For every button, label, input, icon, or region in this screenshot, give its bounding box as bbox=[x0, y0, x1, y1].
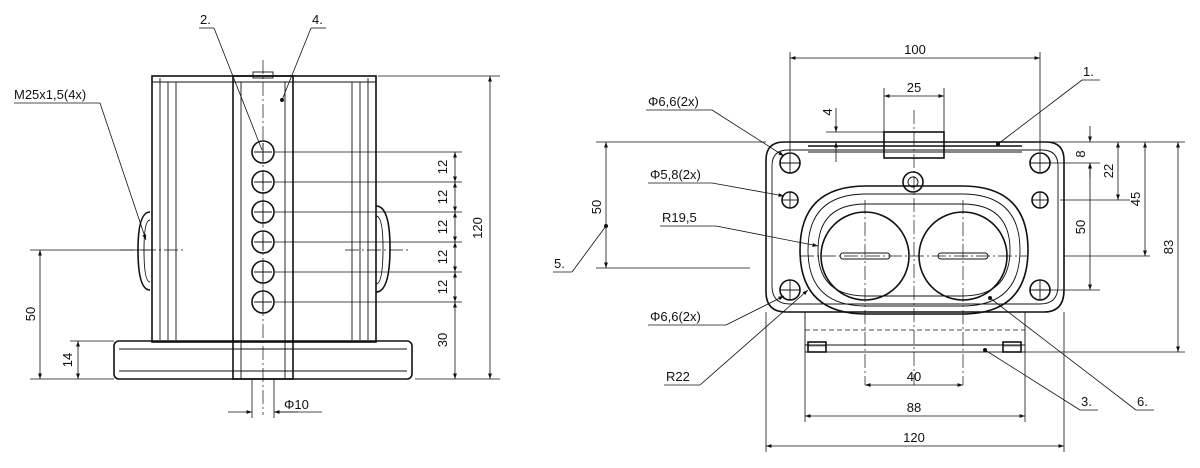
dim-50-label: 50 bbox=[23, 307, 38, 321]
dim-50-left-label: 50 bbox=[589, 200, 604, 214]
dim-22: 22 bbox=[1060, 142, 1130, 201]
dim-120-height: 120 bbox=[470, 76, 492, 379]
hole-mid-left bbox=[781, 191, 799, 209]
left-view: 12 12 12 12 12 30 120 50 14 bbox=[14, 12, 500, 418]
housing-outline bbox=[765, 131, 1065, 353]
dim-83: 83 bbox=[1025, 141, 1185, 353]
dim-12-label: 12 bbox=[435, 160, 450, 174]
callout-4-label: 4. bbox=[312, 12, 323, 27]
callout-5: 5. bbox=[553, 224, 608, 273]
leader-r195: R19,5 bbox=[660, 210, 819, 247]
dim-120-width-label: 120 bbox=[903, 430, 925, 445]
hole bbox=[251, 170, 275, 194]
dim-120-width: 120 bbox=[765, 312, 1065, 452]
dim-83-label: 83 bbox=[1161, 240, 1176, 254]
callout-2: 2. bbox=[199, 12, 263, 151]
dim-88: 88 bbox=[804, 352, 1026, 422]
dim-4-label: 4 bbox=[820, 108, 835, 115]
housing-body bbox=[151, 71, 377, 380]
d66-top-label: Φ6,6(2x) bbox=[648, 94, 699, 109]
dim-50-right-label: 50 bbox=[1073, 220, 1088, 234]
dim-12-chain: 12 12 12 12 12 30 bbox=[435, 152, 457, 379]
dim-diameter-10: Φ10 bbox=[228, 380, 322, 418]
thread-leader: M25x1,5(4x) bbox=[14, 87, 147, 241]
callout-3: 3. bbox=[983, 348, 1098, 411]
callout-2-label: 2. bbox=[200, 12, 211, 27]
hole-extension-lines bbox=[275, 75, 500, 380]
dim-25-label: 25 bbox=[907, 80, 921, 95]
hole bbox=[251, 290, 275, 314]
callout-3-label: 3. bbox=[1081, 394, 1092, 409]
callout-6: 6. bbox=[988, 296, 1154, 411]
dim-40: 40 bbox=[865, 369, 963, 387]
dim-88-label: 88 bbox=[907, 400, 921, 415]
hole-top-right bbox=[1029, 152, 1051, 174]
leader-d66-bottom: Φ6,6(2x) bbox=[648, 295, 785, 326]
callout-1: 1. bbox=[996, 64, 1100, 146]
dim-25: 25 bbox=[883, 80, 945, 132]
dim-40-label: 40 bbox=[907, 369, 921, 384]
right-view: 100 25 4 8 22 bbox=[553, 42, 1185, 452]
cable-gland-left bbox=[137, 211, 151, 291]
dim-14-flange: 14 bbox=[60, 340, 114, 379]
leader-d66-top: Φ6,6(2x) bbox=[646, 94, 785, 157]
dim-8: 8 bbox=[1050, 126, 1100, 178]
callout-4: 4. bbox=[280, 12, 326, 102]
dim-45: 45 bbox=[1064, 141, 1150, 257]
dim-50-left: 50 bbox=[589, 141, 766, 269]
leader-d58: Φ5,8(2x) bbox=[648, 167, 785, 197]
dim-45-label: 45 bbox=[1128, 192, 1143, 206]
dim-100: 100 bbox=[789, 42, 1041, 152]
hole-bottom-right bbox=[1029, 279, 1051, 301]
thread-label: M25x1,5(4x) bbox=[14, 87, 86, 102]
hole-top-left bbox=[779, 152, 801, 174]
dim-50-gland: 50 bbox=[23, 249, 150, 380]
hole bbox=[251, 140, 275, 164]
dim-100-label: 100 bbox=[904, 42, 926, 57]
dim-12-label: 12 bbox=[435, 250, 450, 264]
hole-mid-right bbox=[1031, 191, 1049, 209]
callout-6-label: 6. bbox=[1137, 394, 1148, 409]
callout-1-label: 1. bbox=[1083, 64, 1094, 79]
hole bbox=[251, 260, 275, 284]
hole bbox=[251, 200, 275, 224]
dim-30-label: 30 bbox=[435, 333, 450, 347]
dim-12-label: 12 bbox=[435, 190, 450, 204]
hole-bottom-left bbox=[779, 279, 801, 301]
dim-4: 4 bbox=[820, 108, 884, 162]
dim-22-label: 22 bbox=[1101, 164, 1116, 178]
mounting-holes bbox=[779, 152, 1051, 301]
switch-holes bbox=[251, 140, 275, 314]
callout-5-label: 5. bbox=[554, 256, 565, 271]
cable-gland-right bbox=[375, 205, 391, 293]
dim-120-label: 120 bbox=[470, 217, 485, 239]
r195-label: R19,5 bbox=[662, 210, 697, 225]
leader-r22: R22 bbox=[664, 289, 809, 386]
d66-bottom-label: Φ6,6(2x) bbox=[650, 309, 701, 324]
dim-50-right: 50 bbox=[1050, 163, 1100, 291]
r22-label: R22 bbox=[666, 369, 690, 384]
dim-12-label: 12 bbox=[435, 220, 450, 234]
dim-diameter-10-label: Φ10 bbox=[284, 397, 309, 412]
dim-14-label: 14 bbox=[60, 353, 75, 367]
dim-8-label: 8 bbox=[1073, 150, 1088, 157]
dim-12-label: 12 bbox=[435, 280, 450, 294]
hole bbox=[251, 230, 275, 254]
d58-label: Φ5,8(2x) bbox=[650, 167, 701, 182]
